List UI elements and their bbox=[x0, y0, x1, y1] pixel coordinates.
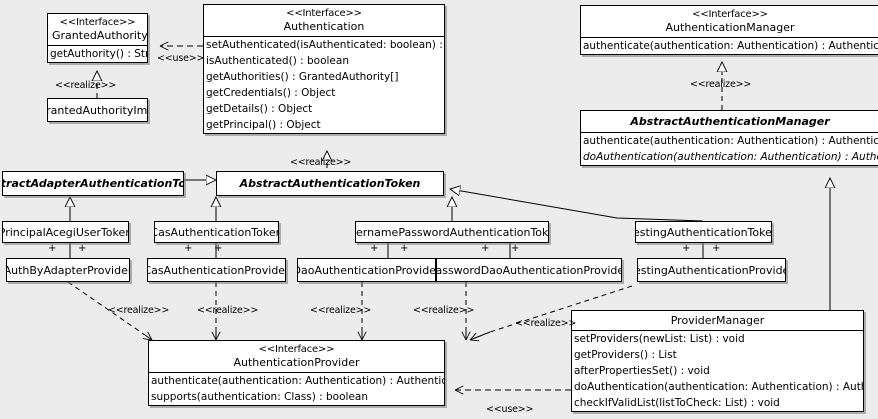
edge-label-use-provider-manager: <<use>> bbox=[486, 404, 534, 415]
class-header: <<Interface>> AuthenticationProvider bbox=[149, 341, 444, 372]
edge-label-realize-provider-manager: <<realize>> bbox=[515, 318, 577, 329]
edge-testingtoken-extends bbox=[450, 189, 704, 222]
class-password-dao-authentication-provider[interactable]: PasswordDaoAuthenticationProvider bbox=[436, 258, 622, 282]
edge-label-realize-dao-provider: <<realize>> bbox=[310, 305, 372, 316]
class-header: <<Interface>> AuthenticationManager bbox=[581, 6, 878, 37]
operation: setProviders(newList: List) : void bbox=[574, 333, 745, 345]
operation: getProviders() : List bbox=[574, 349, 677, 361]
class-auth-by-adapter-provider[interactable]: AuthByAdapterProvider bbox=[6, 258, 130, 282]
operations-compartment: authenticate(authentication: Authenticat… bbox=[149, 372, 444, 405]
multiplicity-marker: + bbox=[184, 243, 193, 254]
class-name: AbstractAuthenticationToken bbox=[239, 177, 421, 190]
multiplicity-marker: + bbox=[78, 243, 87, 254]
class-cas-authentication-provider[interactable]: CasAuthenticationProvider bbox=[147, 258, 286, 282]
class-granted-authority[interactable]: <<Interface>> GrantedAuthority getAuthor… bbox=[47, 13, 148, 63]
class-name: CasAuthenticationProvider bbox=[147, 263, 286, 277]
class-name: AbstractAuthenticationManager bbox=[630, 115, 830, 128]
operations-compartment: authenticate(authentication: Authenticat… bbox=[581, 132, 878, 165]
operation: checkIfValidList(listToCheck: List) : vo… bbox=[574, 397, 780, 409]
class-abstract-adapter-authentication-token[interactable]: AbstractAdapterAuthenticationToken bbox=[2, 171, 184, 196]
class-name: AbstractAdapterAuthenticationToken bbox=[3, 177, 183, 190]
class-name: AuthByAdapterProvider bbox=[6, 263, 130, 277]
multiplicity-marker: + bbox=[481, 243, 490, 254]
multiplicity-marker: + bbox=[682, 243, 691, 254]
operations-compartment: setProviders(newList: List) : void getPr… bbox=[572, 330, 863, 411]
class-header: <<Interface>> Authentication bbox=[204, 5, 444, 36]
operation: doAuthentication(authentication: Authent… bbox=[574, 381, 863, 393]
class-authentication-provider[interactable]: <<Interface>> AuthenticationProvider aut… bbox=[148, 340, 445, 406]
multiplicity-marker: + bbox=[712, 243, 721, 254]
edge-label-realize-auth-by-adapter: <<realize>> bbox=[108, 305, 170, 316]
multiplicity-marker: + bbox=[370, 243, 379, 254]
operations-compartment: authenticate(authentication: Authenticat… bbox=[581, 37, 878, 54]
class-name: TestingAuthenticationToken bbox=[635, 225, 772, 239]
operation: setAuthenticated(isAuthenticated: boolea… bbox=[206, 39, 445, 51]
class-name: PasswordDaoAuthenticationProvider bbox=[436, 263, 622, 277]
class-name: TestingAuthenticationProvider bbox=[637, 263, 786, 277]
stereotype-label: <<Interface>> bbox=[59, 17, 136, 28]
operations-compartment: setAuthenticated(isAuthenticated: boolea… bbox=[204, 36, 444, 133]
edge-label-realize-granted-authority-impl: <<realize>> bbox=[55, 80, 117, 91]
stereotype-label: <<Interface>> bbox=[286, 8, 362, 19]
class-name: AuthenticationManager bbox=[665, 21, 795, 34]
multiplicity-marker: + bbox=[214, 243, 223, 254]
edge-label-realize-abstract-auth-token: <<realize>> bbox=[290, 157, 352, 168]
operation: getCredentials() : Object bbox=[206, 87, 336, 99]
multiplicity-marker: + bbox=[400, 243, 409, 254]
class-provider-manager[interactable]: ProviderManager setProviders(newList: Li… bbox=[571, 310, 864, 412]
class-header: <<Interface>> GrantedAuthority bbox=[48, 14, 147, 45]
class-testing-authentication-provider[interactable]: TestingAuthenticationProvider bbox=[637, 258, 786, 282]
class-dao-authentication-provider[interactable]: DaoAuthenticationProvider bbox=[297, 258, 436, 282]
class-name: GrantedAuthority bbox=[52, 29, 148, 42]
operation: isAuthenticated() : boolean bbox=[206, 55, 349, 67]
class-granted-authority-impl[interactable]: GrantedAuthorityImpl bbox=[47, 98, 148, 122]
operations-compartment: getAuthority() : String bbox=[48, 45, 147, 62]
class-cas-authentication-token[interactable]: CasAuthenticationToken bbox=[154, 221, 279, 243]
class-name: GrantedAuthorityImpl bbox=[48, 103, 148, 117]
operation: getAuthority() : String bbox=[50, 48, 148, 60]
operation: getAuthorities() : GrantedAuthority[] bbox=[206, 71, 399, 83]
multiplicity-marker: + bbox=[48, 243, 57, 254]
edge-label-use-granted-authority: <<use>> bbox=[157, 53, 205, 64]
operation: authenticate(authentication: Authenticat… bbox=[583, 40, 878, 52]
class-principal-acegi-user-token[interactable]: PrincipalAcegiUserToken bbox=[2, 221, 129, 243]
operation: getDetails() : Object bbox=[206, 103, 313, 115]
operation: doAuthentication(authentication: Authent… bbox=[583, 151, 878, 163]
class-authentication[interactable]: <<Interface>> Authentication setAuthenti… bbox=[203, 4, 445, 134]
class-authentication-manager[interactable]: <<Interface>> AuthenticationManager auth… bbox=[580, 5, 878, 55]
edge-label-realize-abstract-auth-manager: <<realize>> bbox=[690, 79, 752, 90]
stereotype-label: <<Interface>> bbox=[258, 344, 335, 355]
class-name: AuthenticationProvider bbox=[233, 356, 360, 369]
operation: afterPropertiesSet() : void bbox=[574, 365, 710, 377]
class-name: DaoAuthenticationProvider bbox=[297, 263, 436, 277]
stereotype-label: <<Interface>> bbox=[692, 9, 768, 20]
operation: authenticate(authentication: Authenticat… bbox=[583, 135, 878, 147]
class-name: ProviderManager bbox=[670, 314, 765, 327]
operation: getPrincipal() : Object bbox=[206, 119, 321, 131]
class-header: ProviderManager bbox=[572, 311, 863, 330]
edge-label-realize-cas-provider: <<realize>> bbox=[197, 305, 259, 316]
class-name: PrincipalAcegiUserToken bbox=[2, 225, 129, 239]
operation: authenticate(authentication: Authenticat… bbox=[151, 375, 445, 387]
operation: supports(authentication: Class) : boolea… bbox=[151, 391, 368, 403]
class-username-password-authentication-token[interactable]: UsernamePasswordAuthenticationToken bbox=[355, 221, 549, 243]
class-abstract-authentication-manager[interactable]: AbstractAuthenticationManager authentica… bbox=[580, 110, 878, 166]
class-name: CasAuthenticationToken bbox=[154, 225, 279, 239]
edge-label-realize-password-dao-provider: <<realize>> bbox=[413, 305, 475, 316]
class-testing-authentication-token[interactable]: TestingAuthenticationToken bbox=[635, 221, 772, 243]
class-name: UsernamePasswordAuthenticationToken bbox=[356, 225, 549, 239]
class-abstract-authentication-token[interactable]: AbstractAuthenticationToken bbox=[216, 171, 444, 196]
multiplicity-marker: + bbox=[511, 243, 520, 254]
class-name: Authentication bbox=[283, 20, 365, 33]
class-header: AbstractAuthenticationManager bbox=[581, 111, 878, 132]
